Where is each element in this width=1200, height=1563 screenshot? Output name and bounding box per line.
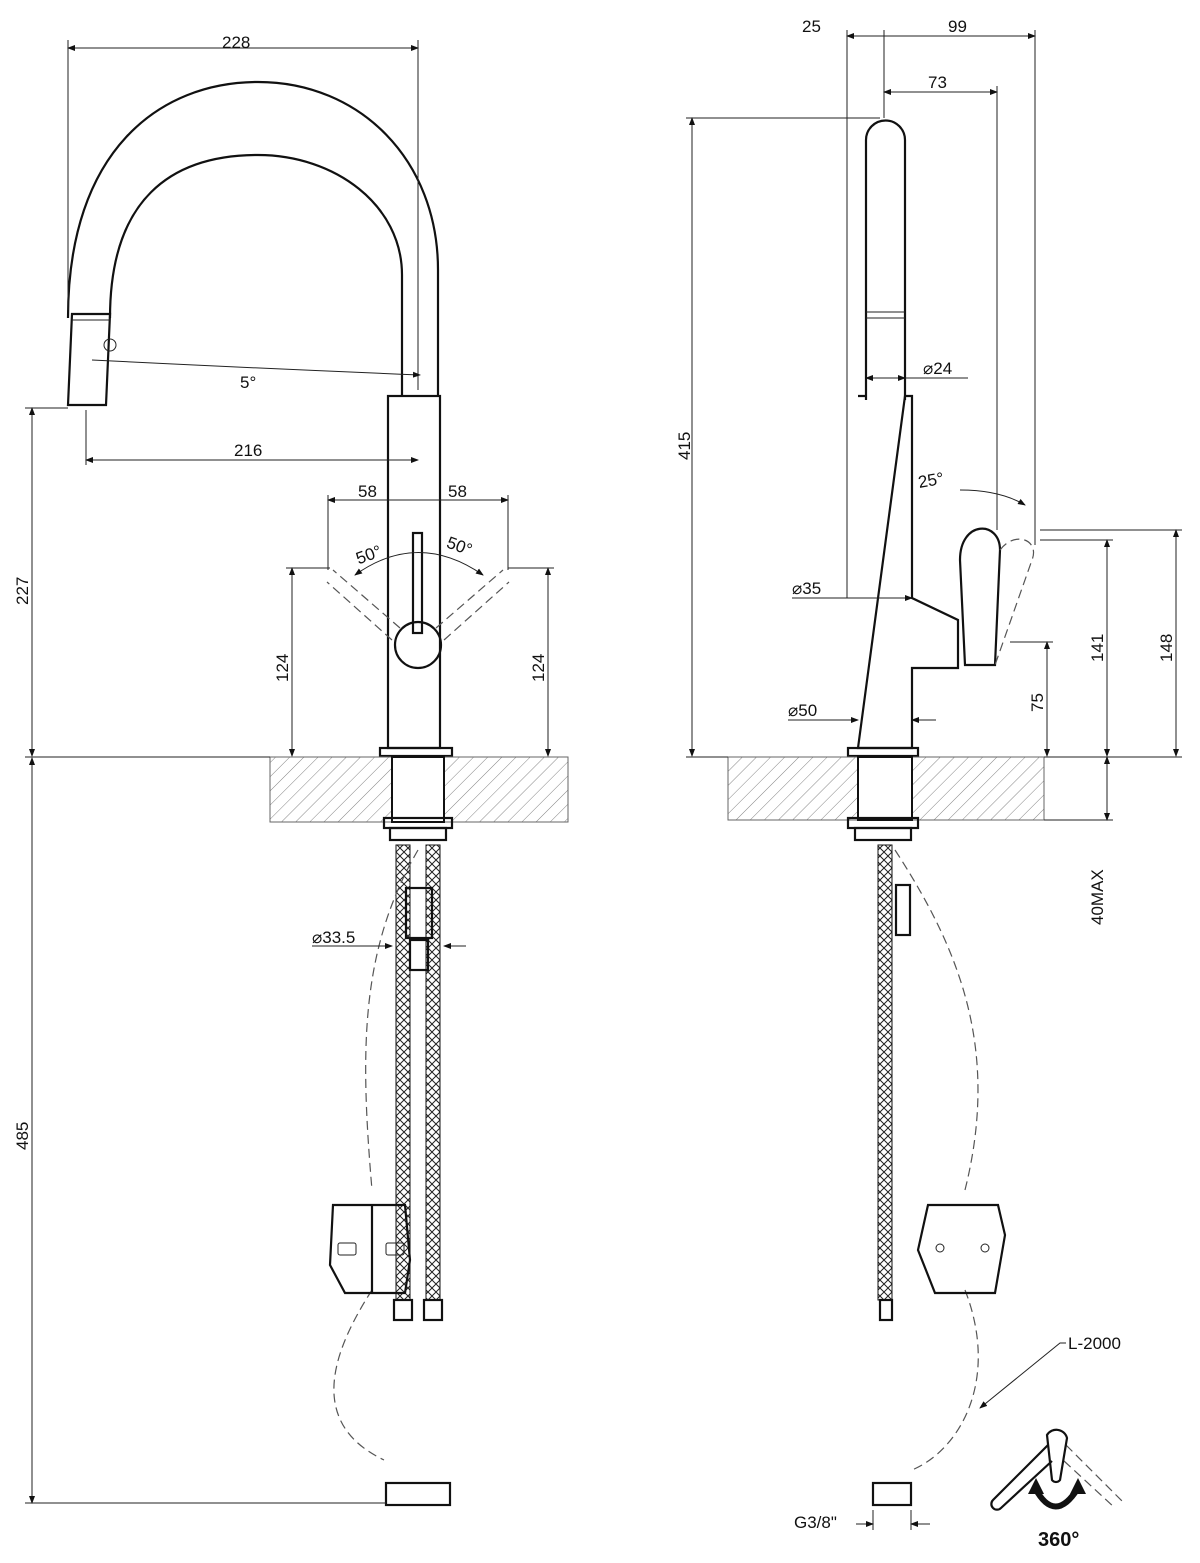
dim-216: 216 — [234, 441, 262, 460]
dim-g38: G3/8" — [794, 1513, 837, 1532]
dim-141: 141 — [1088, 634, 1107, 662]
dim-148: 148 — [1157, 634, 1176, 662]
spout-outer — [66, 80, 440, 395]
dim-75: 75 — [1028, 693, 1047, 712]
dim-227: 227 — [13, 577, 32, 605]
dim-25deg: 25° — [917, 469, 946, 492]
base-ring — [378, 746, 454, 758]
dim-24: ⌀24 — [923, 359, 952, 378]
dim-5deg: 5° — [240, 373, 256, 392]
dim-58-right: 58 — [448, 482, 467, 501]
dim-35: ⌀35 — [792, 579, 821, 598]
dim-25: 25 — [802, 17, 821, 36]
dim-50: ⌀50 — [788, 701, 817, 720]
dim-33-5: ⌀33.5 — [312, 928, 355, 947]
side-view: 25 99 73 415 ⌀24 25° ⌀35 ⌀50 75 141 148 … — [675, 17, 1182, 1532]
front-view: 228 5° 216 58 58 50° 50° 124 124 227 485… — [13, 33, 569, 1507]
dim-50deg-left: 50° — [353, 542, 384, 569]
dim-l2000: L-2000 — [1068, 1334, 1121, 1353]
side-body — [856, 394, 960, 750]
dim-124-right: 124 — [529, 654, 548, 682]
rotation-label: 360° — [1038, 1529, 1079, 1551]
dim-58-left: 58 — [358, 482, 377, 501]
dim-415: 415 — [675, 432, 694, 460]
dim-124-left: 124 — [273, 654, 292, 682]
dim-485: 485 — [13, 1122, 32, 1150]
lever — [411, 531, 424, 635]
dim-73: 73 — [928, 73, 947, 92]
rotation-360-icon: 360° — [990, 1428, 1125, 1551]
dim-50deg-right: 50° — [444, 533, 475, 560]
side-lever — [958, 527, 1002, 667]
dim-99: 99 — [948, 17, 967, 36]
hand-spray — [66, 312, 112, 407]
dim-40max: 40MAX — [1088, 869, 1107, 925]
side-spout — [864, 119, 907, 400]
spout-inner — [108, 153, 404, 395]
dim-228: 228 — [222, 33, 250, 52]
